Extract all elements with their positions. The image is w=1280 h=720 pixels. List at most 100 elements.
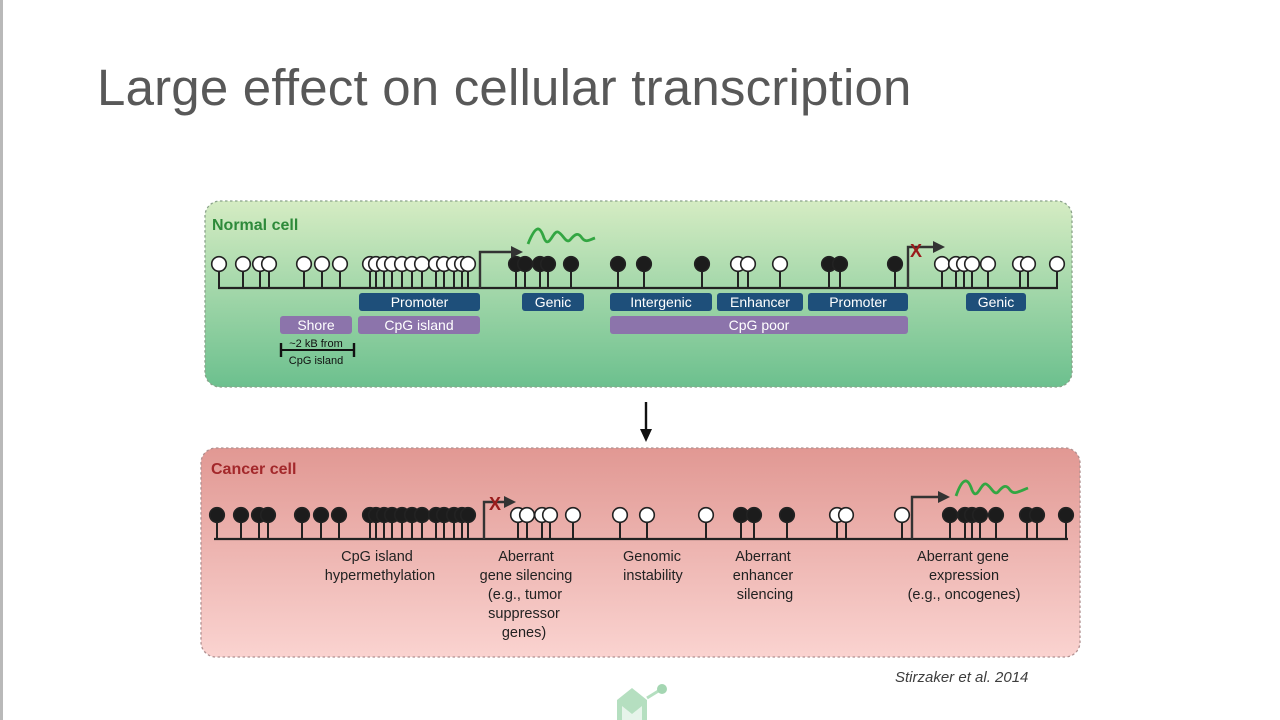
methylated-cpg-site — [987, 506, 1005, 539]
unmethylated-cpg-site — [697, 506, 715, 539]
silenced-promoter-arrow — [482, 496, 516, 539]
unmethylated-cpg-site — [739, 255, 757, 288]
normal-dna-strand — [210, 255, 1066, 290]
svg-text:instability: instability — [623, 568, 683, 584]
transition-arrow — [640, 402, 652, 442]
annotation-aberrant-gene-silencing: Aberrant gene silencing (e.g., tumor sup… — [480, 549, 573, 641]
methylated-cpg-site — [635, 255, 653, 288]
region-label-cpg-poor: CpG poor — [610, 316, 908, 334]
region-label-shore: Shore — [280, 316, 352, 334]
region-label-intergenic: Intergenic — [610, 293, 712, 311]
svg-text:genes): genes) — [502, 625, 546, 641]
region-label-genic: Genic — [522, 293, 584, 311]
unmethylated-cpg-site — [260, 255, 278, 288]
repressed-promoter-arrow — [906, 241, 945, 288]
svg-text:(e.g., tumor: (e.g., tumor — [488, 587, 562, 603]
methylated-cpg-site — [609, 255, 627, 288]
methylated-cpg-site — [459, 506, 477, 539]
cancer-cell-heading: Cancer cell — [211, 461, 296, 478]
region-label-genic-2: Genic — [966, 293, 1026, 311]
region-label-promoter: Promoter — [359, 293, 480, 311]
unmethylated-cpg-site — [313, 255, 331, 288]
svg-text:Shore: Shore — [297, 317, 335, 333]
svg-text:Intergenic: Intergenic — [630, 294, 691, 310]
methylated-cpg-site — [259, 506, 277, 539]
region-label-promoter-2: Promoter — [808, 293, 908, 311]
active-promoter-arrow — [478, 246, 523, 288]
region-label-enhancer: Enhancer — [717, 293, 803, 311]
citation: Stirzaker et al. 2014 — [895, 669, 1029, 686]
unmethylated-cpg-site — [638, 506, 656, 539]
unmethylated-cpg-site — [963, 255, 981, 288]
svg-text:gene silencing: gene silencing — [480, 568, 573, 584]
unmethylated-cpg-site — [771, 255, 789, 288]
methylated-cpg-site — [312, 506, 330, 539]
annotation-cpg-island-hypermethylation: CpG island hypermethylation — [325, 549, 435, 584]
svg-text:Aberrant: Aberrant — [735, 549, 791, 565]
methylated-cpg-site — [745, 506, 763, 539]
svg-text:(e.g., oncogenes): (e.g., oncogenes) — [908, 587, 1021, 603]
methylated-cpg-site — [232, 506, 250, 539]
unmethylated-cpg-site — [564, 506, 582, 539]
svg-text:suppressor: suppressor — [488, 606, 560, 622]
svg-text:Genic: Genic — [978, 294, 1015, 310]
region-label-cpg-island: CpG island — [358, 316, 480, 334]
unmethylated-cpg-site — [331, 255, 349, 288]
svg-text:enhancer: enhancer — [733, 568, 794, 584]
methylated-cpg-site — [539, 255, 557, 288]
methylated-cpg-site — [1028, 506, 1046, 539]
repression-x-icon: X — [910, 241, 922, 261]
methylated-cpg-site — [778, 506, 796, 539]
oncogene-transcript-wave — [954, 479, 1029, 497]
methylated-cpg-site — [886, 255, 904, 288]
svg-text:~2 kB from: ~2 kB from — [289, 338, 343, 350]
methylated-cpg-site — [831, 255, 849, 288]
methylated-cpg-site — [293, 506, 311, 539]
unmethylated-cpg-site — [234, 255, 252, 288]
methylated-cpg-site — [516, 255, 534, 288]
svg-text:CpG island: CpG island — [384, 317, 453, 333]
shore-distance-bracket: ~2 kB from CpG island — [279, 338, 356, 367]
svg-text:hypermethylation: hypermethylation — [325, 568, 435, 584]
methylated-cpg-site — [1057, 506, 1075, 539]
unmethylated-cpg-site — [459, 255, 477, 288]
slide-left-border — [0, 0, 3, 720]
svg-text:Promoter: Promoter — [391, 294, 449, 310]
annotation-aberrant-gene-expression: Aberrant gene expression (e.g., oncogene… — [908, 549, 1021, 603]
unmethylated-cpg-site — [979, 255, 997, 288]
unmethylated-cpg-site — [295, 255, 313, 288]
svg-text:Promoter: Promoter — [829, 294, 887, 310]
unmethylated-cpg-site — [837, 506, 855, 539]
normal-cell-heading: Normal cell — [212, 217, 298, 234]
svg-text:CpG island: CpG island — [341, 549, 413, 565]
svg-text:Genomic: Genomic — [623, 549, 681, 565]
svg-text:Aberrant gene: Aberrant gene — [917, 549, 1009, 565]
svg-text:Aberrant: Aberrant — [498, 549, 554, 565]
brand-logo-icon — [617, 684, 667, 720]
unmethylated-cpg-site — [1048, 255, 1066, 288]
svg-text:silencing: silencing — [737, 587, 793, 603]
unmethylated-cpg-site — [611, 506, 629, 539]
silencing-x-icon: X — [489, 494, 501, 514]
transcript-wave — [526, 227, 596, 245]
normal-cell-panel: Normal cell X Promoter Genic Intergenic — [204, 200, 1073, 388]
unmethylated-cpg-site — [518, 506, 536, 539]
svg-text:CpG poor: CpG poor — [729, 317, 790, 333]
unmethylated-cpg-site — [1019, 255, 1037, 288]
unmethylated-cpg-site — [541, 506, 559, 539]
svg-text:Genic: Genic — [535, 294, 572, 310]
svg-text:Enhancer: Enhancer — [730, 294, 790, 310]
svg-text:CpG island: CpG island — [289, 355, 343, 367]
aberrant-promoter-arrow — [910, 491, 950, 539]
cancer-panel-box — [200, 447, 1081, 658]
cancer-dna-strand — [208, 506, 1075, 541]
slide-title: Large effect on cellular transcription — [97, 59, 912, 116]
annotation-genomic-instability: Genomic instability — [623, 549, 684, 584]
cancer-cell-panel: Cancer cell X CpG island hypermethylatio… — [200, 447, 1081, 658]
methylated-cpg-site — [971, 506, 989, 539]
methylated-cpg-site — [330, 506, 348, 539]
annotation-aberrant-enhancer-silencing: Aberrant enhancer silencing — [733, 549, 794, 603]
svg-text:expression: expression — [929, 568, 999, 584]
methylated-cpg-site — [693, 255, 711, 288]
unmethylated-cpg-site — [210, 255, 228, 288]
